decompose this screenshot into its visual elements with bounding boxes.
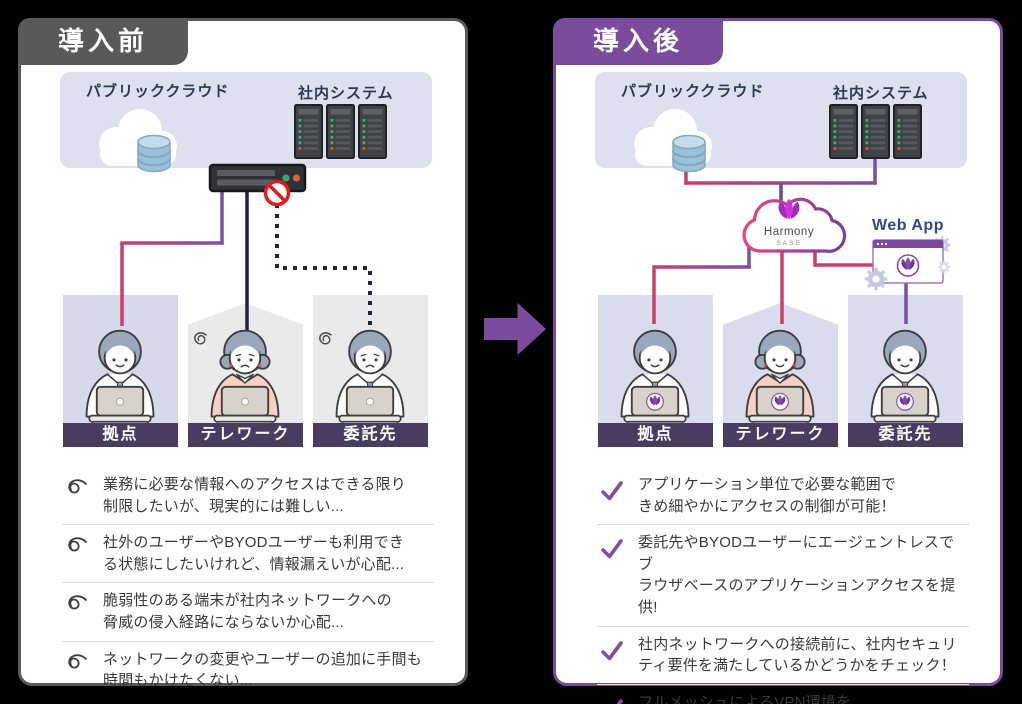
issue-text: 社外のユーザーやBYODユーザーも利用でき る状態にしたいけれど、情報漏えいが心… <box>103 534 405 573</box>
sase-sub-text: SASE <box>776 239 802 247</box>
issue-item: ネットワークの変更やユーザーの追加に手間も 時間もかけたくない... <box>62 640 434 699</box>
contractor-label-bar: 委託先 <box>313 423 428 447</box>
after-panel: 導入後 パブリッククラウド 社内システム <box>553 18 1003 704</box>
before-cloud-system-zone: パブリッククラウド 社内システム <box>60 72 432 168</box>
web-app-window <box>864 236 951 291</box>
benefit-text: 社内ネットワークへの接続前に、社内セキュリ ティ要件を満たしているかどうかをチェ… <box>638 635 957 675</box>
after-cloud-system-zone: パブリッククラウド 社内システム <box>595 72 967 168</box>
telework-label-bar: テレワーク <box>188 423 303 447</box>
benefit-text: 委託先やBYODユーザーにエージェントレスでブ ラウザベースのアプリケーションア… <box>638 534 956 616</box>
contractor-label-bar: 委託先 <box>848 423 963 447</box>
office-worker-figure <box>599 320 711 424</box>
telework-worker-figure <box>189 320 301 424</box>
gear-icon <box>864 267 888 291</box>
scribble-icon <box>62 594 92 620</box>
lotus-logo <box>778 198 800 220</box>
site-label-bar: 拠点 <box>598 423 713 447</box>
harmony-brand-text: Harmony <box>763 226 815 238</box>
lotus-logo <box>901 257 915 271</box>
public-cloud-label: パブリッククラウド <box>621 83 765 100</box>
office-worker-figure <box>64 320 176 424</box>
before-panel: 導入前 パブリッククラウド 社内システム <box>18 18 468 689</box>
worry-scribble-icon <box>319 332 332 345</box>
prohibited-icon <box>263 179 291 207</box>
internal-system-label: 社内システム <box>833 85 929 102</box>
check-icon <box>597 478 627 504</box>
issue-text: 業務に必要な情報へのアクセスはできる限り 制限したいが、現実的には難しい... <box>103 476 406 515</box>
scribble-icon <box>62 653 92 679</box>
benefit-item: 社内ネットワークへの接続前に、社内セキュリ ティ要件を満たしているかどうかをチェ… <box>597 625 969 684</box>
scribble-icon <box>62 536 92 562</box>
lotus-logo <box>774 395 786 406</box>
gear-icon <box>933 236 951 254</box>
gear-icon <box>937 260 951 274</box>
scribble-icon <box>62 478 92 504</box>
issue-text: 脆弱性のある端末が社内ネットワークへの 脅威の侵入経路にならないか心配... <box>103 592 392 631</box>
check-icon <box>597 696 627 704</box>
issue-item: 業務に必要な情報へのアクセスはできる限り 制限したいが、現実的には難しい... <box>62 467 434 524</box>
internal-system-label: 社内システム <box>298 85 394 102</box>
issue-item: 脆弱性のある端末が社内ネットワークへの 脅威の侵入経路にならないか心配... <box>62 582 434 640</box>
lotus-logo <box>899 395 911 406</box>
benefit-item: アプリケーション単位で必要な範囲で きめ細やかにアクセスの制御が可能！ <box>597 467 969 524</box>
harmony-sase-cloud <box>742 197 847 253</box>
worry-scribble-icon <box>194 332 207 345</box>
harmony-sase-cloud-label: Harmony SASE <box>747 226 831 247</box>
benefit-text: フルメッシュによるVPN環境を 迅速かつ簡単に構築できる! <box>638 693 852 704</box>
benefit-item: フルメッシュによるVPN環境を 迅速かつ簡単に構築できる! <box>597 683 969 704</box>
benefit-item: 委託先やBYODユーザーにエージェントレスでブ ラウザベースのアプリケーションア… <box>597 524 969 625</box>
right-arrow-icon <box>484 302 546 356</box>
router-icon <box>208 163 307 193</box>
issue-item: 社外のユーザーやBYODユーザーも利用でき る状態にしたいけれど、情報漏えいが心… <box>62 524 434 582</box>
after-tab: 導入後 <box>553 18 723 65</box>
contractor-worker-figure <box>314 320 426 424</box>
public-cloud-label: パブリッククラウド <box>86 83 230 100</box>
before-tab: 導入前 <box>18 18 188 65</box>
check-icon <box>597 638 627 664</box>
benefit-text: アプリケーション単位で必要な範囲で きめ細やかにアクセスの制御が可能！ <box>638 476 897 515</box>
telework-worker-figure <box>724 320 836 424</box>
contractor-worker-figure <box>849 320 961 424</box>
issue-text: ネットワークの変更やユーザーの追加に手間も 時間もかけたくない... <box>103 650 422 690</box>
check-icon <box>597 536 627 562</box>
lotus-logo <box>649 395 661 406</box>
site-label-bar: 拠点 <box>63 423 178 447</box>
benefits-list: アプリケーション単位で必要な範囲で きめ細やかにアクセスの制御が可能！ 委託先や… <box>597 467 969 704</box>
web-app-label: Web App <box>872 217 944 234</box>
telework-label-bar: テレワーク <box>723 423 838 447</box>
issues-list: 業務に必要な情報へのアクセスはできる限り 制限したいが、現実的には難しい... … <box>62 467 434 699</box>
